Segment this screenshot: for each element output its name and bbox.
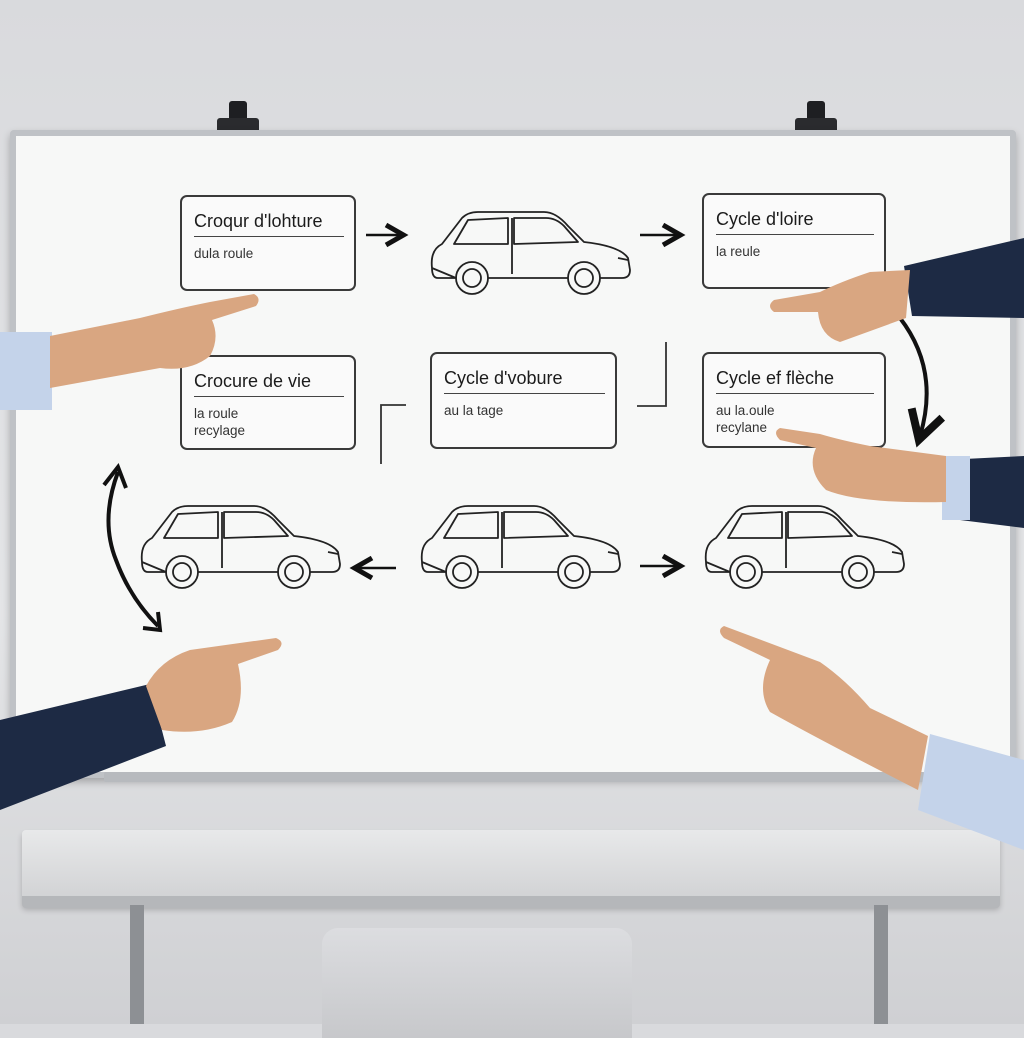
- table-edge: [22, 896, 1000, 908]
- node-title: Crocure de vie: [194, 371, 344, 397]
- node-cycle-loire: Cycle d'loire la reule: [702, 193, 886, 289]
- pointing-hand: [720, 626, 1024, 850]
- node-title: Cycle d'loire: [716, 209, 874, 235]
- marker-tray: [104, 772, 924, 782]
- pointing-hand: [0, 294, 259, 410]
- pointing-hand: [776, 428, 1024, 528]
- table-leg: [874, 905, 888, 1024]
- node-title: Croqur d'lohture: [194, 211, 344, 237]
- car-icon: [420, 505, 621, 589]
- node-title: Cycle d'vobure: [444, 368, 605, 394]
- car-icon: [140, 505, 341, 589]
- connector-line: [380, 404, 406, 464]
- node-title: Cycle ef flèche: [716, 368, 874, 394]
- car-icon: [430, 211, 631, 295]
- node-line: la roule: [194, 406, 239, 421]
- pointing-hand: [770, 238, 1024, 342]
- board-clip-right: [795, 101, 837, 133]
- table-leg: [130, 905, 144, 1024]
- arrow-head-icon: [142, 611, 163, 633]
- chair: [322, 928, 632, 1038]
- node-line: la reule: [716, 244, 761, 259]
- node-line: recylane: [716, 420, 768, 435]
- curved-arrow-icon: [898, 316, 927, 436]
- node-cycle-ef-fleche: Cycle ef flèche au la.oule recylane: [702, 352, 886, 448]
- node-croqur-lohture: Croqur d'lohture dula roule: [180, 195, 356, 291]
- table: [22, 830, 1000, 906]
- board-clip-left: [217, 101, 259, 133]
- curved-arrow-icon: [106, 471, 160, 628]
- node-line: au la.oule: [716, 403, 775, 418]
- node-line: dula roule: [194, 246, 254, 261]
- connector-line: [637, 342, 667, 407]
- car-icon: [704, 505, 905, 589]
- node-crocure-de-vie: Crocure de vie la roule recylage: [180, 355, 356, 450]
- pointing-hand: [0, 638, 282, 810]
- node-cycle-vobure: Cycle d'vobure au la tage: [430, 352, 617, 449]
- arrow-head-icon: [102, 462, 128, 489]
- node-line: recylage: [194, 423, 246, 438]
- node-line: au la tage: [444, 403, 504, 418]
